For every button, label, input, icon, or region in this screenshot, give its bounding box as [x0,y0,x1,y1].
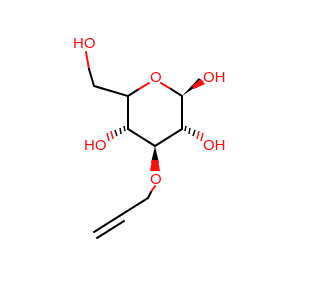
bond-ch-ch2-double-1 [93,214,122,233]
bond-c4-ho-hashed [106,125,126,142]
bond-oallyl-ch2-black [147,191,152,199]
bond-c4-c3 [127,128,156,147]
bond-c6-ho-red [85,51,90,70]
bond-c1-oh-wedge-red [192,79,205,89]
bond-c6-ho-black [88,68,95,87]
bond-c2-oh-hashed [184,125,204,142]
allyl-oxygen-label: O [150,171,162,188]
bond-oallyl-ch2-red [150,185,156,193]
bond-c3-o-wedge [151,146,159,163]
ho-label-c6: HO [73,35,96,52]
bond-ch-ch2-double-2 [96,220,125,239]
bond-c3-c2 [154,128,183,147]
molecule-structure: HO O OH HO OH O [73,35,226,239]
bond-ringo-c1-black [170,88,183,97]
oh-label-c2: OH [203,137,226,154]
bond-ch2-ch [120,197,149,216]
ho-label-c4: HO [84,137,107,154]
bond-c6-c5 [93,85,129,97]
bond-ringo-c1-red [160,82,172,90]
ring-oxygen-label: O [150,69,162,86]
oh-label-anomeric: OH [203,69,226,86]
bond-c3-o-wedge-red [150,160,160,171]
bond-c5-ringo-red [138,82,150,90]
bond-c5-ringo-black [127,88,140,97]
